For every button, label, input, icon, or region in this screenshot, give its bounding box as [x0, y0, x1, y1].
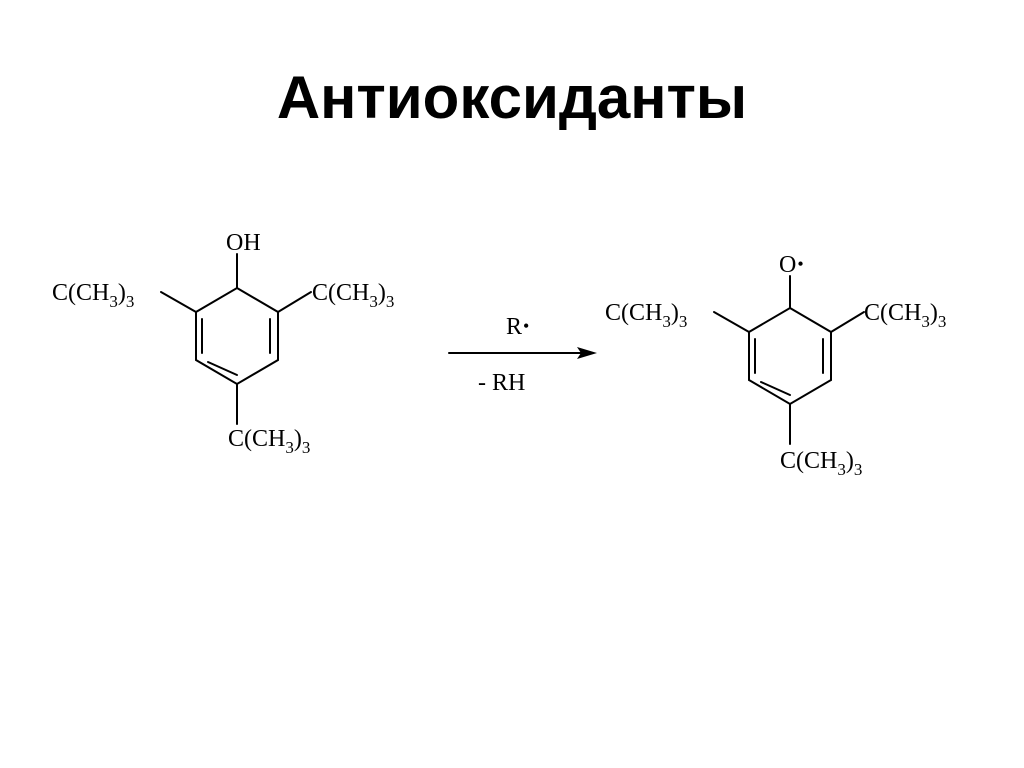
reaction-arrow-head	[577, 347, 597, 359]
product-substituent-bonds	[713, 275, 865, 445]
reactant-substituent-bonds	[160, 253, 312, 425]
slide-title: Антиоксиданты	[276, 64, 748, 131]
reactant-molecule: OH C(CH3)3 C(CH3)3 C(CH3)3	[52, 230, 394, 457]
product-oxygen-radical-label: O•	[779, 252, 804, 278]
reactant-benzene-ring	[195, 286, 279, 386]
byproduct-label: - RH	[478, 370, 525, 396]
reactant-hydroxyl-label: OH	[226, 230, 261, 256]
product-right-tbutyl-label: C(CH3)3	[864, 300, 946, 331]
reagent-radical-label: R•	[506, 314, 529, 340]
product-benzene-ring	[748, 306, 832, 406]
product-molecule: O• C(CH3)3 C(CH3)3 C(CH3)3	[605, 252, 946, 479]
product-left-tbutyl-label: C(CH3)3	[605, 300, 687, 331]
product-bottom-tbutyl-label: C(CH3)3	[780, 448, 862, 479]
reactant-right-tbutyl-label: C(CH3)3	[312, 280, 394, 311]
reaction-arrow-group: R• - RH	[448, 314, 597, 396]
reactant-left-tbutyl-label: C(CH3)3	[52, 280, 134, 311]
reactant-bottom-tbutyl-label: C(CH3)3	[228, 426, 310, 457]
